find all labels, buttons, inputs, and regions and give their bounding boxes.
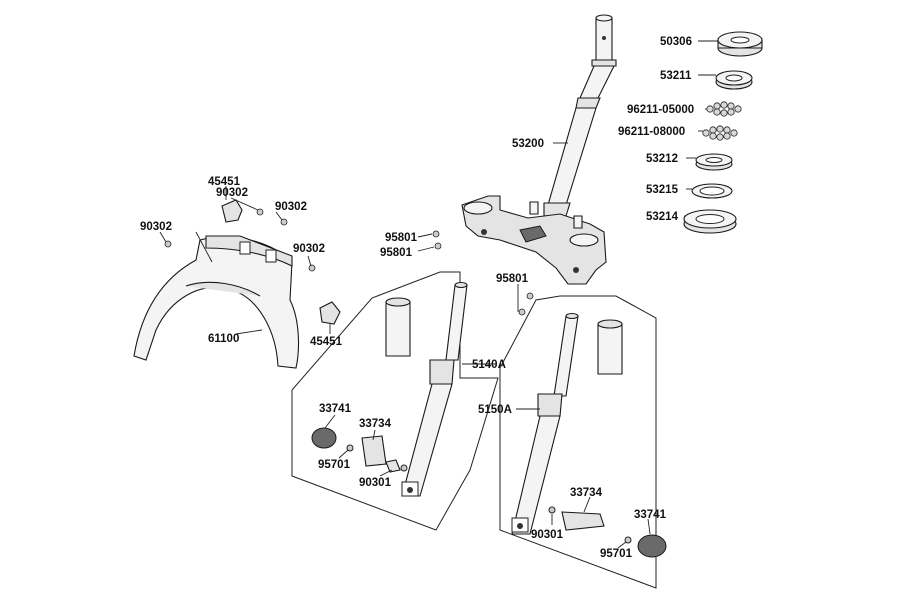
triple-clamp — [461, 195, 607, 285]
label-45451-top: 45451 — [208, 176, 241, 188]
left-fork — [291, 271, 499, 531]
label-90302-b: 90302 — [275, 201, 307, 213]
label-53200: 53200 — [512, 138, 544, 150]
label-33734-left: 33734 — [359, 418, 392, 430]
label-33741-left: 33741 — [319, 403, 352, 415]
label-96211-05000: 96211-05000 — [627, 104, 694, 116]
label-95801-b: 95801 — [380, 247, 413, 259]
label-95801-c: 95801 — [496, 273, 529, 285]
leader-lines — [159, 40, 718, 549]
front-fender — [133, 199, 341, 369]
label-90302-d: 90302 — [293, 243, 325, 255]
label-90301-left: 90301 — [359, 477, 392, 489]
label-53214: 53214 — [646, 211, 679, 223]
label-95701-right: 95701 — [600, 548, 633, 560]
label-50306: 50306 — [660, 36, 692, 48]
label-53211: 53211 — [660, 70, 692, 82]
label-5150A: 5150A — [478, 404, 512, 416]
right-fork — [499, 295, 667, 589]
label-45451-bottom: 45451 — [310, 336, 343, 348]
label-90302-a: 90302 — [216, 187, 248, 199]
bolts-95801 — [432, 230, 534, 316]
label-61100: 61100 — [208, 333, 239, 345]
label-5140A: 5140A — [472, 359, 506, 371]
label-95801-a: 95801 — [385, 232, 418, 244]
label-33734-right: 33734 — [570, 487, 603, 499]
label-95701-left: 95701 — [318, 459, 351, 471]
label-90302-c: 90302 — [140, 221, 172, 233]
label-90301-right: 90301 — [531, 529, 564, 541]
label-33741-right: 33741 — [634, 509, 667, 521]
steering-stem — [543, 14, 617, 217]
label-96211-08000: 96211-08000 — [618, 126, 685, 138]
label-53215: 53215 — [646, 184, 679, 196]
bearing-stack — [683, 31, 763, 234]
label-53212: 53212 — [646, 153, 678, 165]
